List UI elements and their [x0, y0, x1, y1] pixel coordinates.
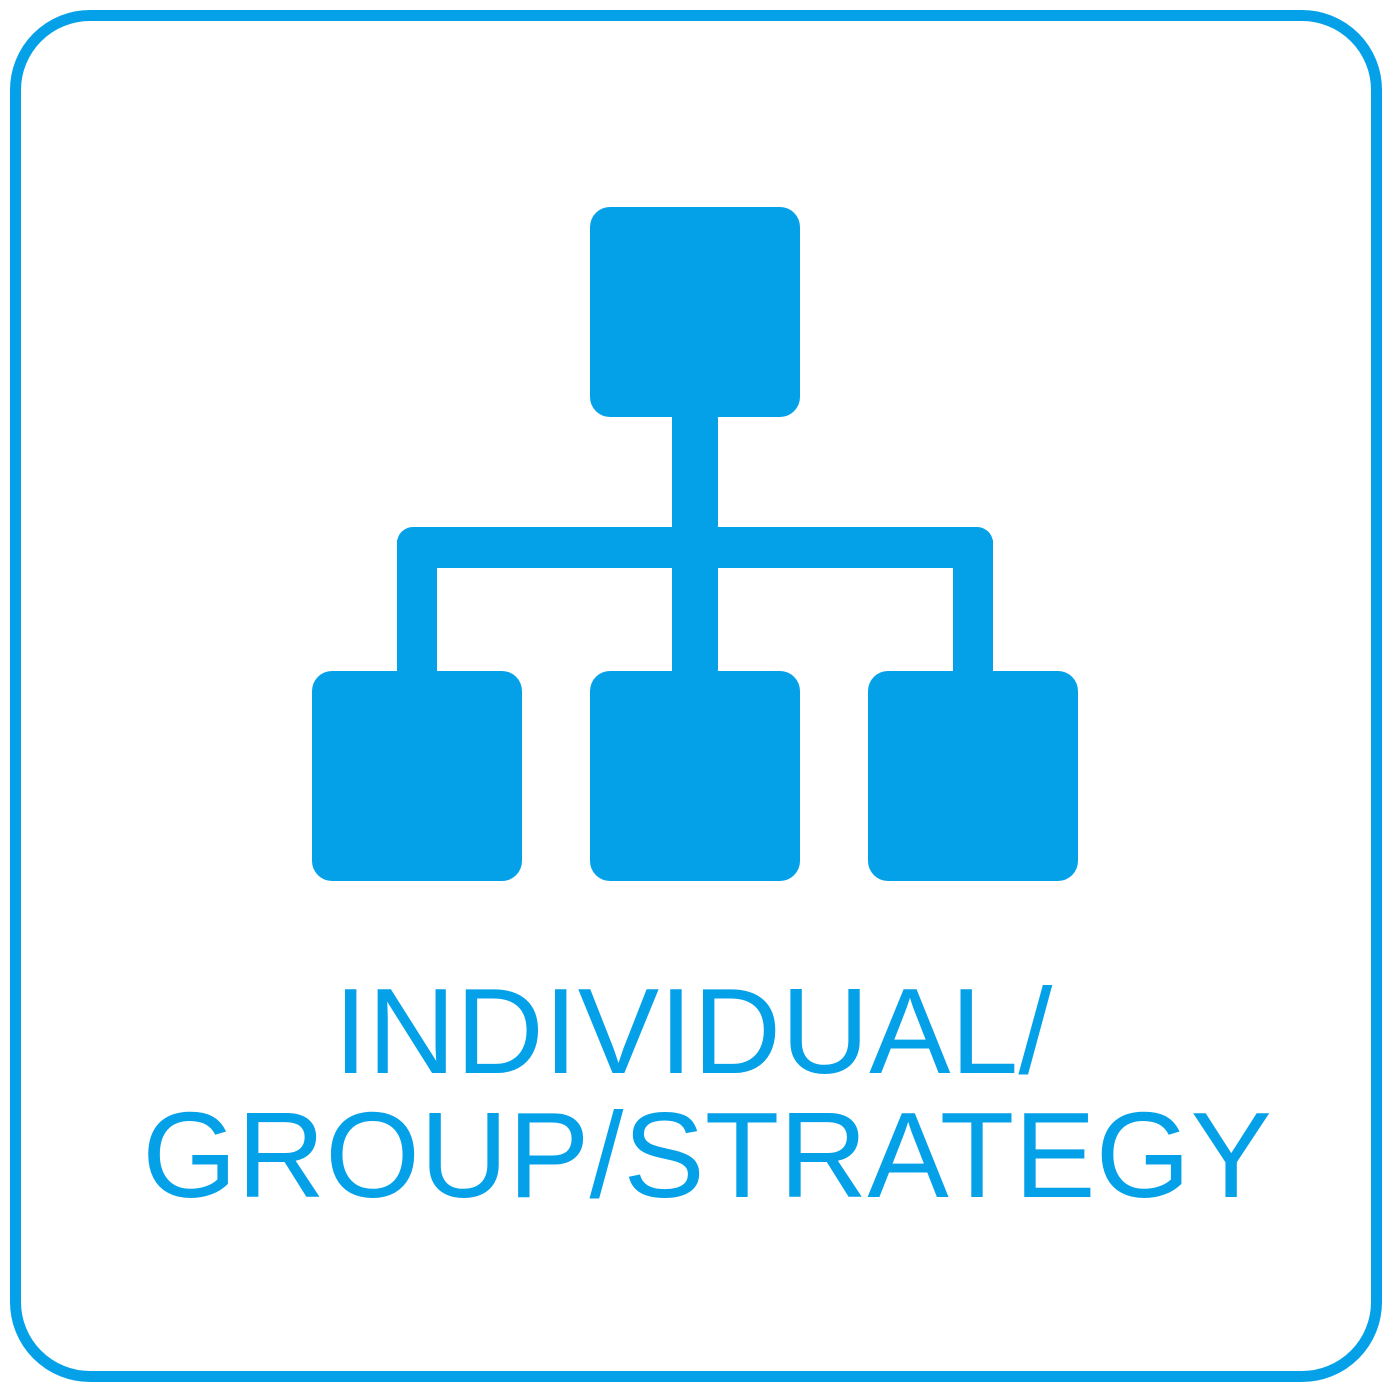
left-node-box: [312, 671, 522, 881]
top-node-box: [590, 207, 800, 417]
label-line-1: INDIVIDUAL/: [333, 963, 1053, 1099]
left-connector: [397, 540, 437, 685]
middle-node-box: [590, 671, 800, 881]
label-line-2: GROUP/STRATEGY: [142, 1087, 1272, 1223]
horizontal-connector: [397, 527, 993, 568]
right-node-box: [868, 671, 1078, 881]
right-connector: [953, 540, 993, 685]
connector-lines: [397, 405, 993, 685]
